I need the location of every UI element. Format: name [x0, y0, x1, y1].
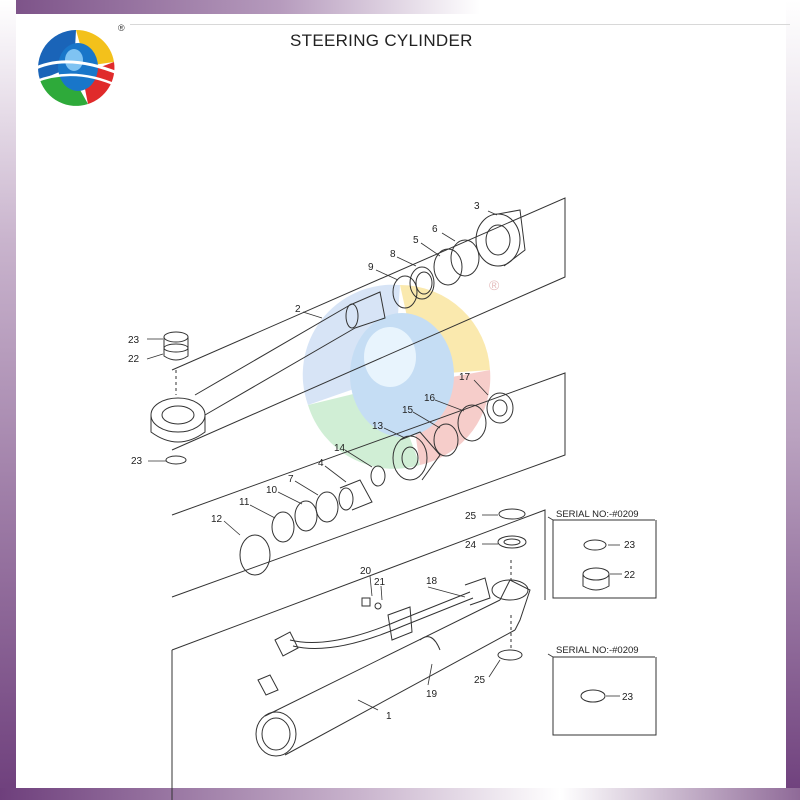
ring-11 — [271, 511, 295, 543]
callout-7: 7 — [288, 474, 294, 485]
callout-15: 15 — [402, 405, 414, 416]
callout-23-upper: 23 — [128, 335, 140, 346]
port-block — [257, 674, 279, 696]
callout-25-bottom: 25 — [474, 675, 486, 686]
tube-panel — [171, 508, 546, 800]
gland-3 — [475, 213, 521, 267]
seal-25-top — [498, 508, 526, 520]
inset-bottom-callout-23: 23 — [622, 692, 634, 703]
inset-bottom-serial: SERIAL NO:-#0209 — [556, 645, 639, 656]
seal-9 — [392, 275, 418, 309]
ring-12 — [239, 534, 271, 576]
frame-bottom-border — [0, 788, 800, 800]
callout-11: 11 — [239, 497, 250, 508]
ring-6 — [450, 239, 480, 277]
nut-17 — [486, 392, 514, 424]
callout-12: 12 — [211, 514, 223, 525]
callout-21: 21 — [374, 577, 386, 588]
piston-panel — [171, 372, 566, 598]
callout-2: 2 — [295, 304, 301, 315]
bushing-22 — [163, 331, 189, 343]
piston-13 — [392, 435, 428, 481]
callout-25-top: 25 — [465, 511, 477, 522]
callout-24: 24 — [465, 540, 477, 551]
watermark-registered-mark: ® — [489, 277, 500, 293]
callout-17: 17 — [459, 372, 471, 383]
ring-10 — [294, 500, 318, 532]
callout-13: 13 — [372, 421, 384, 432]
callout-5: 5 — [413, 235, 419, 246]
inset-serial-bottom — [552, 656, 657, 736]
ring-15 — [433, 423, 459, 457]
inset-top-serial: SERIAL NO:-#0209 — [556, 509, 639, 520]
frame-left-border — [0, 0, 16, 800]
callout-23-lower: 23 — [131, 456, 143, 467]
callout-9: 9 — [368, 262, 374, 273]
rod-eye — [150, 397, 206, 433]
callout-10: 10 — [266, 485, 278, 496]
callout-leaders — [146, 210, 622, 711]
cylinder-tube — [255, 711, 297, 757]
callout-18: 18 — [426, 576, 438, 587]
callout-3: 3 — [474, 201, 480, 212]
inset-serial-top — [552, 519, 657, 599]
callout-labels: 3 2 23 22 23 6 5 8 9 17 16 15 13 14 4 7 … — [128, 201, 639, 722]
frame-right-border — [786, 0, 800, 800]
seal-23-lower — [165, 455, 187, 465]
frame-top-border — [0, 0, 800, 14]
callout-1: 1 — [386, 711, 392, 722]
inset-top-callout-22: 22 — [624, 570, 636, 581]
page-title: STEERING CYLINDER — [290, 31, 473, 50]
spacer-4 — [339, 479, 373, 511]
ring-5 — [433, 248, 463, 286]
inset-top-callout-23: 23 — [624, 540, 636, 551]
callout-8: 8 — [390, 249, 396, 260]
ring-16 — [457, 404, 487, 442]
callout-14: 14 — [334, 443, 346, 454]
callout-16: 16 — [424, 393, 436, 404]
callout-22: 22 — [128, 354, 140, 365]
header-rule — [130, 24, 790, 25]
brand-logo — [31, 29, 121, 106]
callout-6: 6 — [432, 224, 438, 235]
rod-panel — [150, 197, 566, 465]
piston-rod — [194, 304, 356, 416]
callout-4: 4 — [318, 458, 324, 469]
o-ring-14 — [370, 465, 386, 487]
seal-25-bottom — [497, 649, 523, 661]
callout-19: 19 — [426, 689, 438, 700]
callout-20: 20 — [360, 566, 372, 577]
seal-8 — [409, 266, 435, 300]
logo-registered-mark: ® — [118, 23, 125, 33]
ring-7 — [315, 491, 339, 523]
bushing-24 — [497, 535, 527, 549]
pipe-18 — [289, 591, 471, 643]
